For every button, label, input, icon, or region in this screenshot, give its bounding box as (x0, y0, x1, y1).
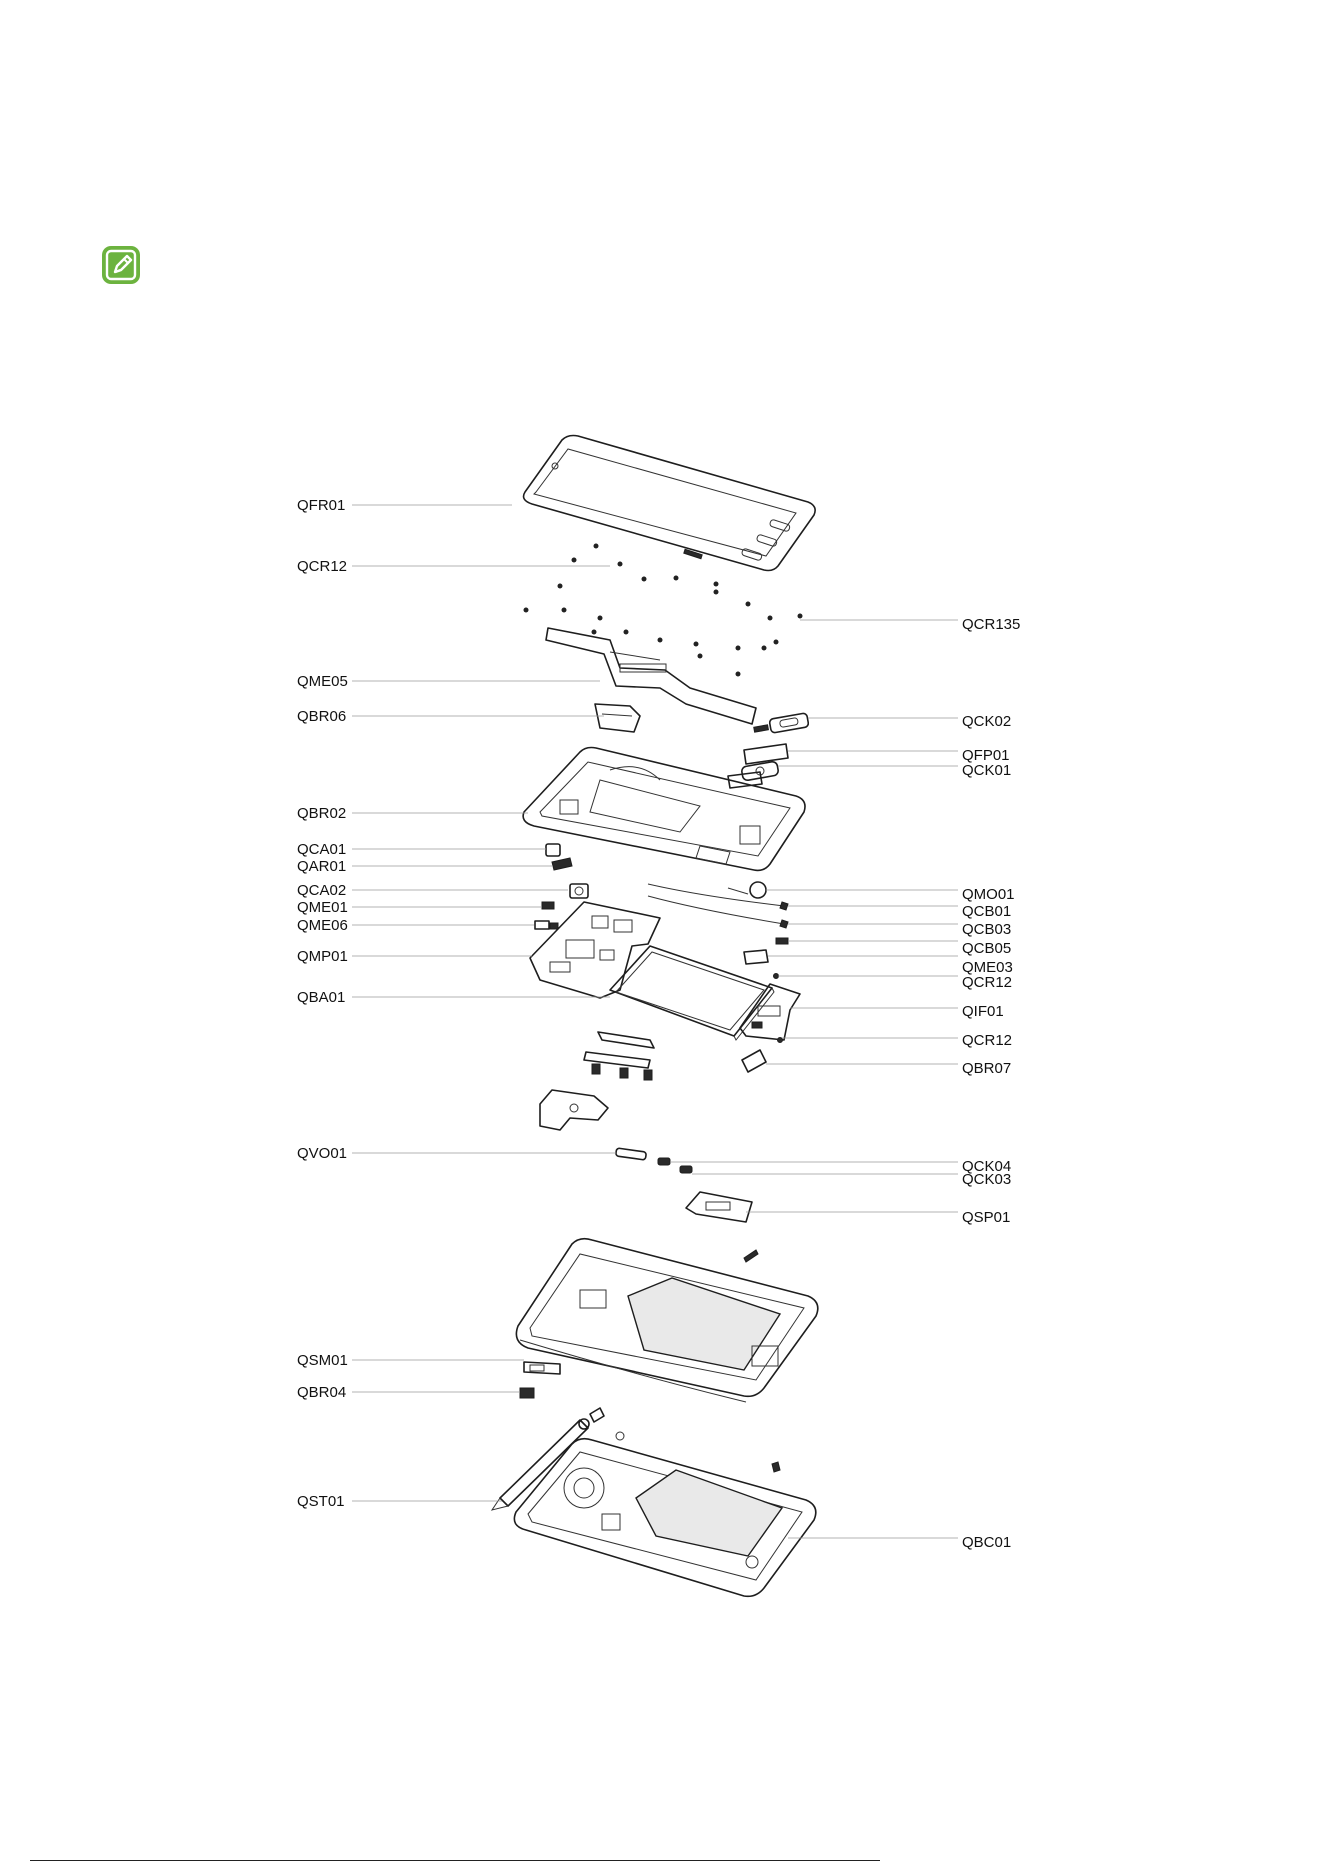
label-qme05: QME05 (297, 673, 348, 690)
labels-left: QFR01 QCR12 QME05 QBR06 QBR02 QCA01 QAR0… (297, 497, 348, 1510)
footer-rule (30, 1860, 880, 1861)
label-qck01: QCK01 (962, 762, 1011, 779)
label-qme01: QME01 (297, 899, 348, 916)
shield-sheet-part (540, 1090, 608, 1130)
label-qcr135: QCR135 (962, 616, 1020, 633)
key-parts-upper (728, 713, 809, 788)
label-qme06: QME06 (297, 917, 348, 934)
rear-housing-part (516, 1239, 817, 1402)
label-qcb01: QCB01 (962, 903, 1011, 920)
back-cover-part (514, 1439, 815, 1597)
label-qbr06: QBR06 (297, 708, 346, 725)
label-qif01: QIF01 (962, 1003, 1004, 1020)
motor-and-cables (648, 882, 788, 979)
flex-cable-part (546, 628, 756, 724)
board-brackets (584, 1032, 654, 1080)
screw-set (524, 544, 803, 677)
side-keys-part (616, 1148, 692, 1173)
label-qba01: QBA01 (297, 989, 345, 1006)
label-qcr12: QCR12 (297, 558, 347, 575)
label-qmp01: QMP01 (297, 948, 348, 965)
label-qsp01: QSP01 (962, 1209, 1010, 1226)
label-qbr04: QBR04 (297, 1384, 346, 1401)
labels-right: QCR135 QCK02 QFP01 QCK01 QMO01 QCB01 QCB… (962, 616, 1020, 1551)
label-qca02: QCA02 (297, 882, 346, 899)
label-qca01: QCA01 (297, 841, 346, 858)
leader-lines (352, 505, 958, 1538)
label-qck03: QCK03 (962, 1171, 1011, 1188)
label-qst01: QST01 (297, 1493, 345, 1510)
sim-tray-part (520, 1362, 560, 1398)
label-qvo01: QVO01 (297, 1145, 347, 1162)
main-board-part (530, 902, 660, 998)
label-qar01: QAR01 (297, 858, 346, 875)
label-qsm01: QSM01 (297, 1352, 348, 1369)
camera-and-small-parts (535, 844, 588, 929)
label-qfr01: QFR01 (297, 497, 345, 514)
speaker-part (686, 1192, 758, 1262)
label-qcb03: QCB03 (962, 921, 1011, 938)
battery-part (610, 946, 774, 1040)
middle-frame-part (523, 748, 805, 871)
label-qbc01: QBC01 (962, 1534, 1011, 1551)
label-qbr07: QBR07 (962, 1060, 1011, 1077)
label-qck02: QCK02 (962, 713, 1011, 730)
label-qmo01: QMO01 (962, 886, 1015, 903)
front-display-part (524, 436, 816, 571)
bracket-br06-part (595, 704, 640, 732)
label-qcb05: QCB05 (962, 940, 1011, 957)
label-qcr12-right-2: QCR12 (962, 1032, 1012, 1049)
label-qcr12-right-1: QCR12 (962, 974, 1012, 991)
label-qbr02: QBR02 (297, 805, 346, 822)
